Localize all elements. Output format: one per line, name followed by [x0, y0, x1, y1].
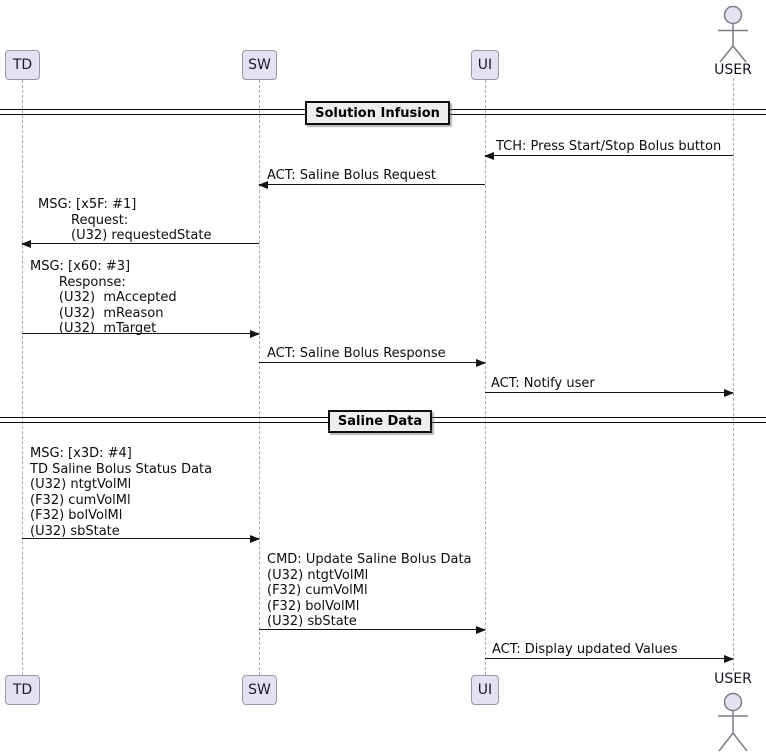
arrowhead-icon	[250, 330, 260, 338]
message-label: ACT: Saline Bolus Response	[267, 346, 446, 361]
arrowhead-icon	[21, 240, 31, 248]
arrowhead-icon	[476, 359, 486, 367]
message-arrow	[21, 240, 259, 248]
arrowhead-icon	[476, 626, 486, 634]
message-label: MSG: [x3D: #4] TD Saline Bolus Status Da…	[30, 446, 213, 539]
message-arrow	[485, 389, 734, 397]
lifeline-td	[22, 80, 23, 675]
participant-label: UI	[477, 57, 493, 73]
participant-label: TD	[12, 682, 33, 698]
actor-label-user-top: USER	[714, 62, 752, 78]
participant-sw-bottom: SW	[242, 675, 277, 705]
divider-label: Saline Data	[337, 414, 423, 429]
message-arrow	[259, 626, 486, 634]
user-actor-icon	[718, 5, 748, 63]
arrowhead-icon	[258, 181, 268, 189]
arrowhead-icon	[484, 152, 494, 160]
lifeline-user	[733, 78, 734, 671]
user-actor-icon	[718, 692, 748, 752]
message-label: MSG: [x60: #3] Response: (U32) mAccepted…	[30, 259, 177, 336]
participant-td-bottom: TD	[5, 675, 40, 705]
arrowhead-icon	[724, 655, 734, 663]
message-label: CMD: Update Saline Bolus Data (U32) ntgt…	[267, 552, 472, 629]
message-label: ACT: Display updated Values	[492, 642, 678, 657]
participant-label: TD	[12, 57, 33, 73]
divider-label: Solution Infusion	[315, 105, 440, 121]
message-label: MSG: [x5F: #1] Request: (U32) requestedS…	[38, 197, 212, 243]
actor-label-user-bottom: USER	[714, 671, 752, 687]
participant-ui-bottom: UI	[471, 675, 499, 705]
participant-label: SW	[248, 682, 271, 698]
lifeline-sw	[259, 80, 260, 675]
arrowhead-icon	[724, 389, 734, 397]
divider-saline-data: Saline Data	[328, 410, 432, 433]
message-label: ACT: Notify user	[491, 376, 595, 391]
message-arrow	[484, 152, 733, 160]
message-arrow	[22, 535, 260, 543]
participant-ui-top: UI	[471, 50, 499, 80]
participant-label: UI	[477, 682, 493, 698]
message-arrow	[22, 330, 260, 338]
participant-td-top: TD	[5, 50, 40, 80]
message-label: ACT: Saline Bolus Request	[267, 168, 437, 183]
divider-solution-infusion: Solution Infusion	[305, 101, 450, 125]
participant-label: SW	[248, 57, 271, 73]
message-label: TCH: Press Start/Stop Bolus button	[496, 139, 722, 154]
message-arrow	[259, 359, 486, 367]
message-arrow	[258, 181, 485, 189]
lifeline-ui	[485, 80, 486, 675]
message-arrow	[485, 655, 734, 663]
arrowhead-icon	[250, 535, 260, 543]
participant-sw-top: SW	[242, 50, 277, 80]
